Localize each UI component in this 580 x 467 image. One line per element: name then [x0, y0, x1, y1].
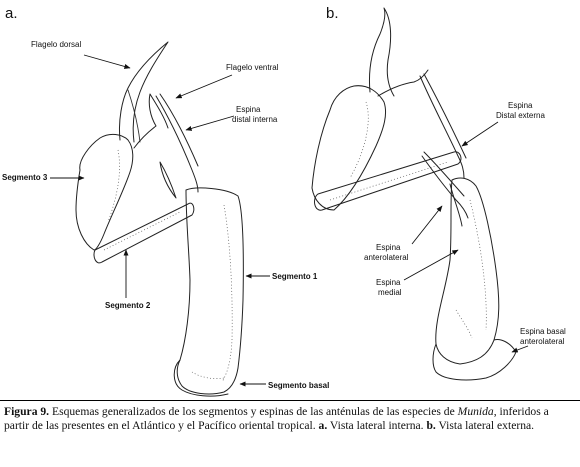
- caption-b-label: b.: [426, 419, 436, 433]
- antennule-b-drawing: [311, 7, 517, 381]
- panel-a-letter: a.: [5, 5, 18, 22]
- label-espina-distal-externa-line2: Distal externa: [496, 111, 545, 120]
- label-espina-distal-interna-line2: distal interna: [232, 115, 278, 124]
- antennule-a-drawing: [75, 41, 244, 397]
- label-segmento-1: Segmento 1: [272, 272, 318, 281]
- label-espina-anterolateral-line2: anterolateral: [364, 253, 409, 262]
- label-flagelo-ventral: Flagelo ventral: [226, 63, 279, 72]
- label-espina-basal-line2: anterolateral: [520, 337, 565, 346]
- arrow-espina-basal: [511, 345, 529, 353]
- arrow-flagelo-ventral: [175, 74, 233, 99]
- arrow-flagelo-dorsal: [83, 54, 131, 69]
- label-espina-distal-interna-line1: Espina: [236, 105, 261, 114]
- label-segmento-2: Segmento 2: [105, 301, 151, 310]
- arrow-espina-distal-externa: [461, 121, 499, 147]
- label-espina-medial-line2: medial: [378, 288, 402, 297]
- label-segmento-3: Segmento 3: [2, 173, 48, 182]
- label-espina-basal-line1: Espina basal: [520, 327, 566, 336]
- arrow-espina-anterolateral: [411, 205, 443, 245]
- label-espina-medial-line1: Espina: [376, 278, 401, 287]
- caption-text-2: , inferidos a partir de las presentes en…: [4, 405, 549, 433]
- label-espina-distal-externa-line1: Espina: [508, 101, 533, 110]
- caption-a-text: Vista lateral interna.: [327, 419, 427, 433]
- panel-b-letter: b.: [326, 5, 339, 22]
- caption-a-label: a.: [318, 419, 328, 433]
- label-flagelo-dorsal: Flagelo dorsal: [31, 40, 81, 49]
- label-espina-anterolateral-line1: Espina: [376, 243, 401, 252]
- figure-caption: Figura 9. Esquemas generalizados de los …: [0, 400, 580, 467]
- caption-text-1: Esquemas generalizados de los segmentos …: [49, 405, 458, 418]
- caption-genus: Munida: [457, 405, 494, 418]
- arrow-espina-medial: [403, 249, 459, 281]
- label-segmento-basal: Segmento basal: [268, 381, 329, 390]
- caption-b-text: Vista lateral externa.: [435, 419, 535, 433]
- caption-label: Figura 9.: [4, 405, 50, 418]
- arrow-espina-distal-interna: [185, 115, 235, 131]
